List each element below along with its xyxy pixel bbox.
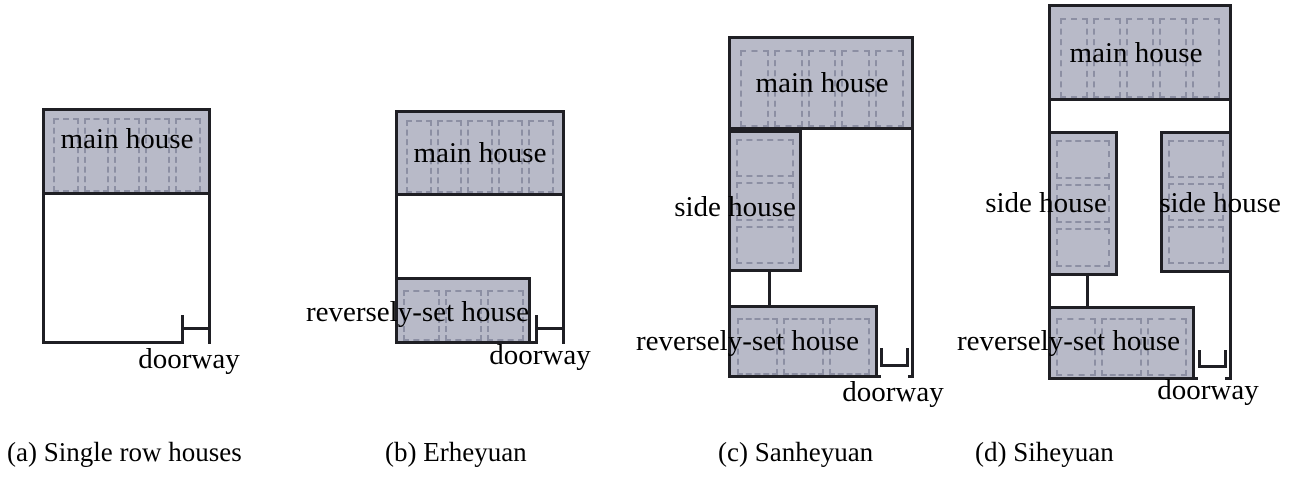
main-house-rooms bbox=[406, 120, 554, 193]
room-partition bbox=[436, 120, 463, 193]
room-partition bbox=[1093, 18, 1121, 98]
room-partition bbox=[487, 290, 524, 341]
room-partition bbox=[175, 118, 201, 192]
doorway-gap bbox=[184, 340, 208, 346]
doorway-label: doorway bbox=[1157, 374, 1259, 406]
main-house-label: main house bbox=[755, 67, 889, 99]
room-partition bbox=[736, 139, 794, 178]
reversely-set-house-label: reversely-set house bbox=[305, 296, 530, 328]
room-partition bbox=[875, 50, 904, 127]
room-partition bbox=[1101, 318, 1142, 376]
room-partition bbox=[773, 50, 803, 127]
side-house-left-rooms bbox=[1056, 140, 1110, 267]
side-house-right-label: side house bbox=[1159, 187, 1281, 219]
doorway-stub-right bbox=[906, 348, 909, 367]
room-partition bbox=[841, 50, 871, 127]
room-partition bbox=[467, 120, 493, 193]
room-partition bbox=[144, 118, 171, 192]
room-partition bbox=[1168, 226, 1224, 264]
room-partition bbox=[114, 118, 140, 192]
main-house-label: main house bbox=[1069, 37, 1203, 69]
room-partition bbox=[1126, 18, 1154, 98]
room-partition bbox=[1168, 183, 1224, 221]
doorway-lintel bbox=[535, 327, 565, 330]
side-house-left-block bbox=[1048, 131, 1118, 276]
doorway-label: doorway bbox=[842, 376, 944, 408]
reversely-set-house-block bbox=[395, 277, 531, 344]
main-house-rooms bbox=[53, 118, 201, 192]
room-partition bbox=[783, 318, 824, 375]
reversely-set-house-rooms bbox=[1056, 318, 1187, 376]
panel-caption-b: (b) Erheyuan bbox=[385, 437, 527, 467]
main-house-rooms bbox=[1060, 18, 1220, 98]
connector-wall bbox=[768, 272, 771, 306]
reversely-set-house-rooms bbox=[737, 318, 870, 375]
room-partition bbox=[737, 318, 778, 375]
main-house-block bbox=[395, 110, 565, 196]
panel-caption-c: (c) Sanheyuan bbox=[718, 437, 874, 467]
room-partition bbox=[1056, 184, 1110, 223]
doorway-lintel bbox=[181, 327, 211, 330]
room-partition bbox=[1060, 18, 1088, 98]
room-partition bbox=[740, 50, 769, 127]
room-partition bbox=[445, 290, 482, 341]
room-partition bbox=[1146, 318, 1187, 376]
main-house-rooms bbox=[740, 50, 904, 127]
side-house-left-label: side house bbox=[985, 187, 1107, 219]
room-partition bbox=[736, 182, 794, 221]
reversely-set-house-rooms bbox=[403, 290, 524, 341]
main-house-label: main house bbox=[60, 123, 194, 155]
doorway-gap bbox=[1198, 376, 1225, 382]
side-house-block bbox=[728, 130, 802, 272]
room-partition bbox=[528, 120, 554, 193]
room-partition bbox=[1168, 140, 1224, 178]
side-house-right-rooms bbox=[1168, 140, 1224, 264]
room-partition bbox=[1056, 140, 1110, 179]
side-house-rooms bbox=[736, 139, 794, 264]
room-partition bbox=[497, 120, 524, 193]
main-house-block bbox=[1048, 4, 1232, 101]
panel-caption-d: (d) Siheyuan bbox=[975, 437, 1114, 467]
doorway-label: doorway bbox=[489, 339, 591, 371]
doorway-stub-right bbox=[1224, 350, 1227, 368]
room-partition bbox=[83, 118, 110, 192]
room-partition bbox=[829, 318, 870, 375]
connector-wall bbox=[1086, 276, 1089, 307]
room-partition bbox=[403, 290, 440, 341]
panel-caption-a: (a) Single row houses bbox=[7, 437, 242, 467]
reversely-set-house-label: reversely-set house bbox=[635, 325, 860, 357]
room-partition bbox=[736, 225, 794, 264]
doorway-gap bbox=[538, 340, 562, 346]
side-house-label: side house bbox=[674, 191, 796, 223]
doorway-stub-left bbox=[1198, 350, 1201, 368]
doorway-stub-left bbox=[880, 348, 883, 367]
room-partition bbox=[807, 50, 837, 127]
room-partition bbox=[1192, 18, 1220, 98]
room-partition bbox=[406, 120, 432, 193]
room-partition bbox=[1159, 18, 1187, 98]
side-house-right-block bbox=[1160, 131, 1232, 273]
room-partition bbox=[1056, 318, 1097, 376]
main-house-label: main house bbox=[413, 137, 547, 169]
room-partition bbox=[1056, 228, 1110, 267]
room-partition bbox=[53, 118, 79, 192]
doorway-gap bbox=[881, 374, 908, 380]
reversely-set-house-block bbox=[728, 305, 878, 378]
doorway-label: doorway bbox=[138, 343, 240, 375]
doorway-lintel bbox=[1198, 365, 1227, 368]
reversely-set-house-label: reversely-set house bbox=[956, 325, 1181, 357]
main-house-block bbox=[42, 108, 211, 195]
doorway-lintel bbox=[880, 364, 909, 367]
